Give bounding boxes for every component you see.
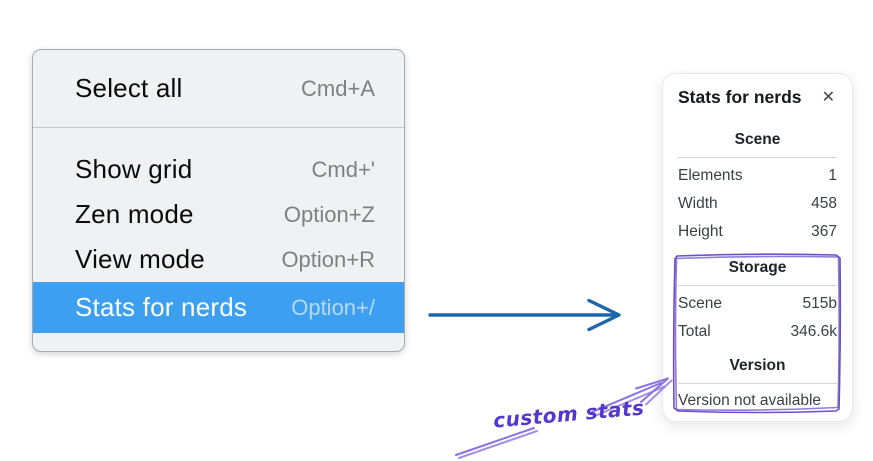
menu-item-view-mode[interactable]: View mode Option+R xyxy=(33,237,404,282)
menu-item-label: Stats for nerds xyxy=(75,292,248,322)
stat-value: 367 xyxy=(811,223,837,240)
panel-header: Stats for nerds ✕ xyxy=(678,87,837,108)
menu-item-shortcut: Cmd+A xyxy=(301,75,375,101)
stat-row-width: Width 458 xyxy=(678,190,837,218)
stat-label: Scene xyxy=(678,295,722,312)
menu-item-label: Show grid xyxy=(75,154,193,184)
menu-item-label: Select all xyxy=(75,73,183,103)
context-menu: Select all Cmd+A Show grid Cmd+' Zen mod… xyxy=(32,49,405,352)
stat-value: 346.6k xyxy=(790,323,837,340)
stat-label: Total xyxy=(678,323,711,340)
stats-for-nerds-panel: Stats for nerds ✕ Scene Elements 1 Width… xyxy=(662,73,853,422)
panel-title: Stats for nerds xyxy=(678,87,802,107)
menu-item-select-all[interactable]: Select all Cmd+A xyxy=(33,50,404,127)
menu-item-stats-for-nerds[interactable]: Stats for nerds Option+/ xyxy=(33,282,404,333)
stat-row-elements: Elements 1 xyxy=(678,162,837,190)
close-icon[interactable]: ✕ xyxy=(821,88,835,106)
menu-item-label: View mode xyxy=(75,244,205,274)
stat-value: 515b xyxy=(802,295,837,312)
section-title-storage: Storage xyxy=(728,259,787,276)
flow-arrow xyxy=(428,298,621,332)
stat-value: 458 xyxy=(811,195,837,212)
menu-item-shortcut: Option+Z xyxy=(283,201,375,227)
version-note: Version not available xyxy=(678,392,822,409)
annotation-label: custom stats xyxy=(492,395,646,433)
divider xyxy=(678,383,837,384)
menu-item-shortcut: Option+/ xyxy=(291,294,375,320)
stat-row-total-storage: Total 346.6k xyxy=(678,318,837,346)
menu-item-shortcut: Option+R xyxy=(281,246,375,272)
section-title-scene: Scene xyxy=(734,131,781,148)
menu-item-zen-mode[interactable]: Zen mode Option+Z xyxy=(33,192,404,237)
stat-row-scene-storage: Scene 515b xyxy=(678,290,837,318)
stat-label: Height xyxy=(678,223,723,240)
divider xyxy=(678,157,837,158)
section-title-version: Version xyxy=(729,357,786,374)
stat-label: Width xyxy=(678,195,718,212)
stat-row-height: Height 367 xyxy=(678,218,837,246)
menu-item-show-grid[interactable]: Show grid Cmd+' xyxy=(33,147,404,192)
menu-group: Show grid Cmd+' Zen mode Option+Z View m… xyxy=(33,128,404,333)
stat-value: 1 xyxy=(828,167,837,184)
stat-label: Elements xyxy=(678,167,743,184)
divider xyxy=(678,285,837,286)
menu-item-label: Zen mode xyxy=(75,199,194,229)
menu-divider xyxy=(33,127,404,128)
menu-item-shortcut: Cmd+' xyxy=(311,156,376,182)
